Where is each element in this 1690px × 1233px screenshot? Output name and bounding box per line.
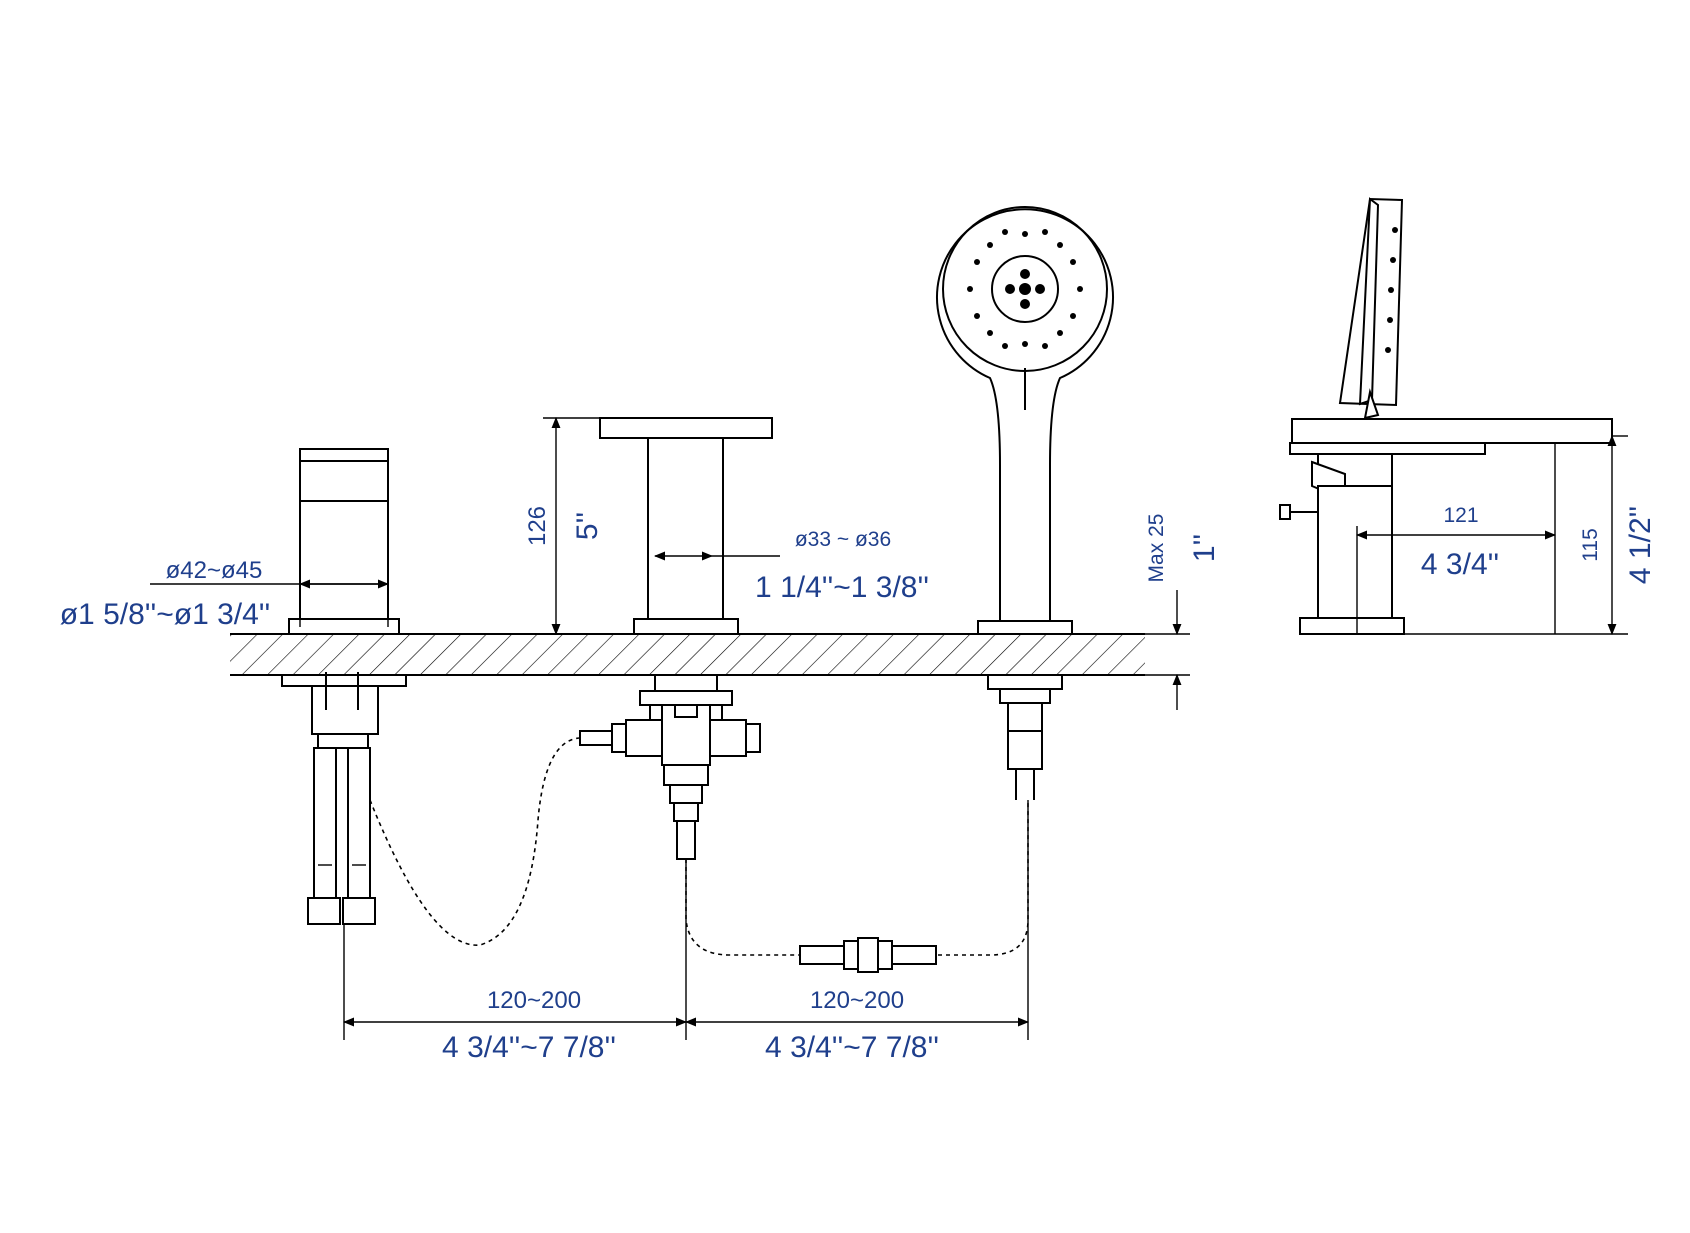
deck-thickness-in-label: 1'' <box>1188 534 1221 562</box>
hose-connector <box>799 937 937 973</box>
spout-height-in-label: 5'' <box>571 512 604 540</box>
side-height-in-label: 4 1/2'' <box>1624 506 1657 584</box>
valve <box>579 417 773 860</box>
valve-diameter-mm-label: ø33 ~ ø36 <box>795 528 891 551</box>
side-height-mm-label: 115 <box>1579 528 1602 561</box>
spout-height-mm-label: 126 <box>524 506 551 546</box>
hoses <box>369 737 1029 973</box>
deck-thickness-mm-label: Max 25 <box>1145 514 1168 583</box>
side-reach-in-label: 4 3/4'' <box>1421 548 1499 581</box>
spray-nozzles <box>967 229 1083 349</box>
deck <box>230 633 1145 676</box>
side-view <box>1279 197 1613 635</box>
side-reach-mm-label: 121 <box>1443 504 1478 527</box>
dimension-lines <box>150 416 1628 1040</box>
spacing-left-in-label: 4 3/4''~7 7/8'' <box>442 1031 616 1064</box>
spacing-right-in-label: 4 3/4''~7 7/8'' <box>765 1031 939 1064</box>
valve-diameter-in-label: 1 1/4''~1 3/8'' <box>755 571 929 604</box>
spout-diameter-mm-label: ø42~ø45 <box>166 557 263 584</box>
hand-shower <box>936 206 1114 800</box>
spacing-right-mm-label: 120~200 <box>810 987 904 1014</box>
spacing-left-mm-label: 120~200 <box>487 987 581 1014</box>
spout-diameter-in-label: ø1 5/8''~ø1 3/4'' <box>60 598 271 631</box>
